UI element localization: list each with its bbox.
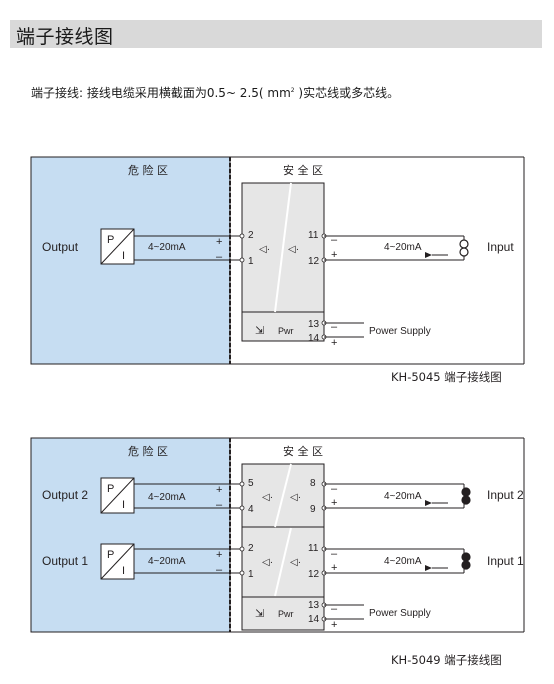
terminal-2: 2 — [248, 230, 254, 241]
output-2-plus: + — [216, 484, 222, 496]
input-2-plus: + — [331, 497, 337, 509]
terminal-1: 1 — [248, 256, 254, 267]
output-label: Output — [42, 240, 79, 254]
safe-zone-label: 安 全 区 — [283, 163, 323, 177]
current-source-1-icon — [461, 552, 471, 562]
power-plus: + — [331, 619, 337, 631]
output-signal-label: 4~20mA — [148, 242, 186, 253]
terminal-2: 2 — [248, 543, 254, 554]
pwr-label: Pwr — [278, 609, 294, 619]
input-2-signal: 4~20mA — [384, 491, 422, 502]
converter-p: P — [107, 234, 114, 246]
converter-1-p: P — [107, 549, 114, 561]
output-1-minus: – — [216, 564, 223, 576]
section-title: 端子接线图 — [16, 26, 114, 48]
input-1-plus: + — [331, 562, 337, 574]
converter-1-i: I — [122, 565, 125, 577]
output-2-minus: – — [216, 499, 223, 511]
input-1-signal: 4~20mA — [384, 556, 422, 567]
converter-2-i: I — [122, 499, 125, 511]
power-supply-label: Power Supply — [369, 608, 431, 619]
power-plus: + — [331, 337, 337, 349]
terminal-14: 14 — [308, 333, 320, 344]
isolator-module — [241, 182, 325, 342]
input-1-label: Input 1 — [487, 554, 524, 568]
input-1-minus: – — [331, 548, 338, 560]
diagram-kh5045: 危 险 区 安 全 区 Output P I 4~20mA + – ◁· ◁· … — [30, 156, 525, 384]
led-icon: ⇲ — [255, 608, 264, 620]
isolator-symbol-left: ◁· — [259, 244, 270, 255]
terminal-14: 14 — [308, 614, 320, 625]
description-suffix: )实芯线或多芯线。 — [294, 86, 400, 100]
output-1-signal: 4~20mA — [148, 556, 186, 567]
input-signal-label: 4~20mA — [384, 242, 422, 253]
hazard-zone — [30, 437, 231, 633]
isolator-2-symbol-left: ◁· — [262, 492, 273, 503]
hazard-zone-label: 危 险 区 — [128, 163, 168, 177]
isolator-1-symbol-left: ◁· — [262, 557, 273, 568]
hazard-zone-label: 危 险 区 — [128, 444, 168, 458]
converter-2-p: P — [107, 483, 114, 495]
terminal-5: 5 — [248, 478, 254, 489]
isolator-symbol-right: ◁· — [288, 244, 299, 255]
terminal-13: 13 — [308, 319, 320, 330]
terminal-13: 13 — [308, 600, 320, 611]
output-2-signal: 4~20mA — [148, 492, 186, 503]
terminal-11: 11 — [308, 230, 319, 241]
terminal-8: 8 — [310, 478, 316, 489]
output-1-plus: + — [216, 549, 222, 561]
output-plus: + — [216, 236, 222, 248]
pwr-label: Pwr — [278, 326, 294, 336]
output-1-label: Output 1 — [42, 554, 88, 568]
input-2-minus: – — [331, 483, 338, 495]
terminal-12: 12 — [308, 569, 320, 580]
output-minus: – — [216, 251, 223, 263]
isolator-1-symbol-right: ◁· — [290, 557, 301, 568]
isolator-2-symbol-right: ◁· — [290, 492, 301, 503]
description-prefix: 端子接线: 接线电缆采用横截面为0.5~ 2.5( mm — [31, 86, 291, 100]
power-minus: – — [331, 603, 338, 615]
description-superscript: 2 — [290, 87, 295, 94]
terminal-11: 11 — [308, 543, 319, 554]
input-2-label: Input 2 — [487, 488, 524, 502]
diagram-kh5049: 危 险 区 安 全 区 Output 2 P I 4~20mA + – 5 4 … — [30, 437, 525, 667]
led-icon: ⇲ — [255, 325, 264, 337]
converter-i: I — [122, 250, 125, 262]
terminal-1: 1 — [248, 569, 254, 580]
power-minus: – — [331, 321, 338, 333]
safe-zone-label: 安 全 区 — [283, 444, 323, 458]
current-source-icon — [459, 239, 469, 249]
input-plus: + — [331, 249, 337, 261]
terminal-12: 12 — [308, 256, 320, 267]
wiring-description: 端子接线: 接线电缆采用横截面为0.5~ 2.5( mm2 )实芯线或多芯线。 — [31, 84, 399, 101]
diagram-caption: KH-5049 端子接线图 — [391, 653, 502, 667]
power-supply-label: Power Supply — [369, 326, 431, 337]
current-source-2-icon — [461, 487, 471, 497]
input-label: Input — [487, 240, 514, 254]
terminal-9: 9 — [310, 504, 316, 515]
input-minus: – — [331, 234, 338, 246]
output-2-label: Output 2 — [42, 488, 88, 502]
section-header-bar — [10, 20, 542, 48]
terminal-4: 4 — [248, 504, 254, 515]
diagram-caption: KH-5045 端子接线图 — [391, 370, 502, 384]
